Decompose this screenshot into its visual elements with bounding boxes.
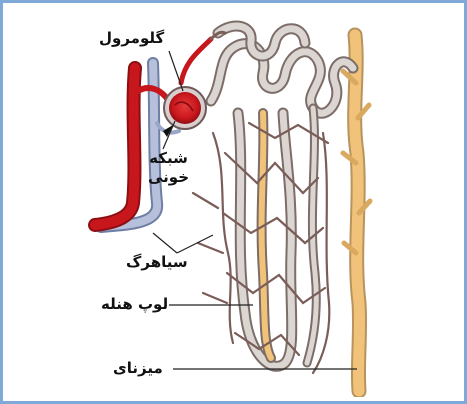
leader-line-capillary (163, 121, 175, 149)
label-ureter: میزنای (113, 359, 163, 378)
label-vein: سیاهرگ (126, 253, 188, 272)
label-capillary-network-line1: شبکه (148, 149, 189, 168)
label-glomerulus: گلومرول (99, 29, 164, 48)
label-capillary-network: شبکه خونی (148, 149, 189, 187)
leader-line-vein-b (177, 235, 213, 253)
convoluted-tubule (211, 26, 353, 366)
glomerulus (164, 87, 206, 129)
leader-line-vein-a (153, 233, 177, 253)
leader-line-glomerulus (169, 51, 183, 91)
renal-vessels (95, 32, 225, 227)
collecting-duct (343, 35, 370, 391)
label-capillary-network-line2: خونی (148, 168, 189, 187)
nephron-diagram (13, 13, 458, 397)
label-loop-of-henle: لوپ هنله (101, 295, 168, 314)
figure-canvas: گلومرول شبکه خونی سیاهرگ لوپ هنله میزنای (13, 13, 458, 397)
